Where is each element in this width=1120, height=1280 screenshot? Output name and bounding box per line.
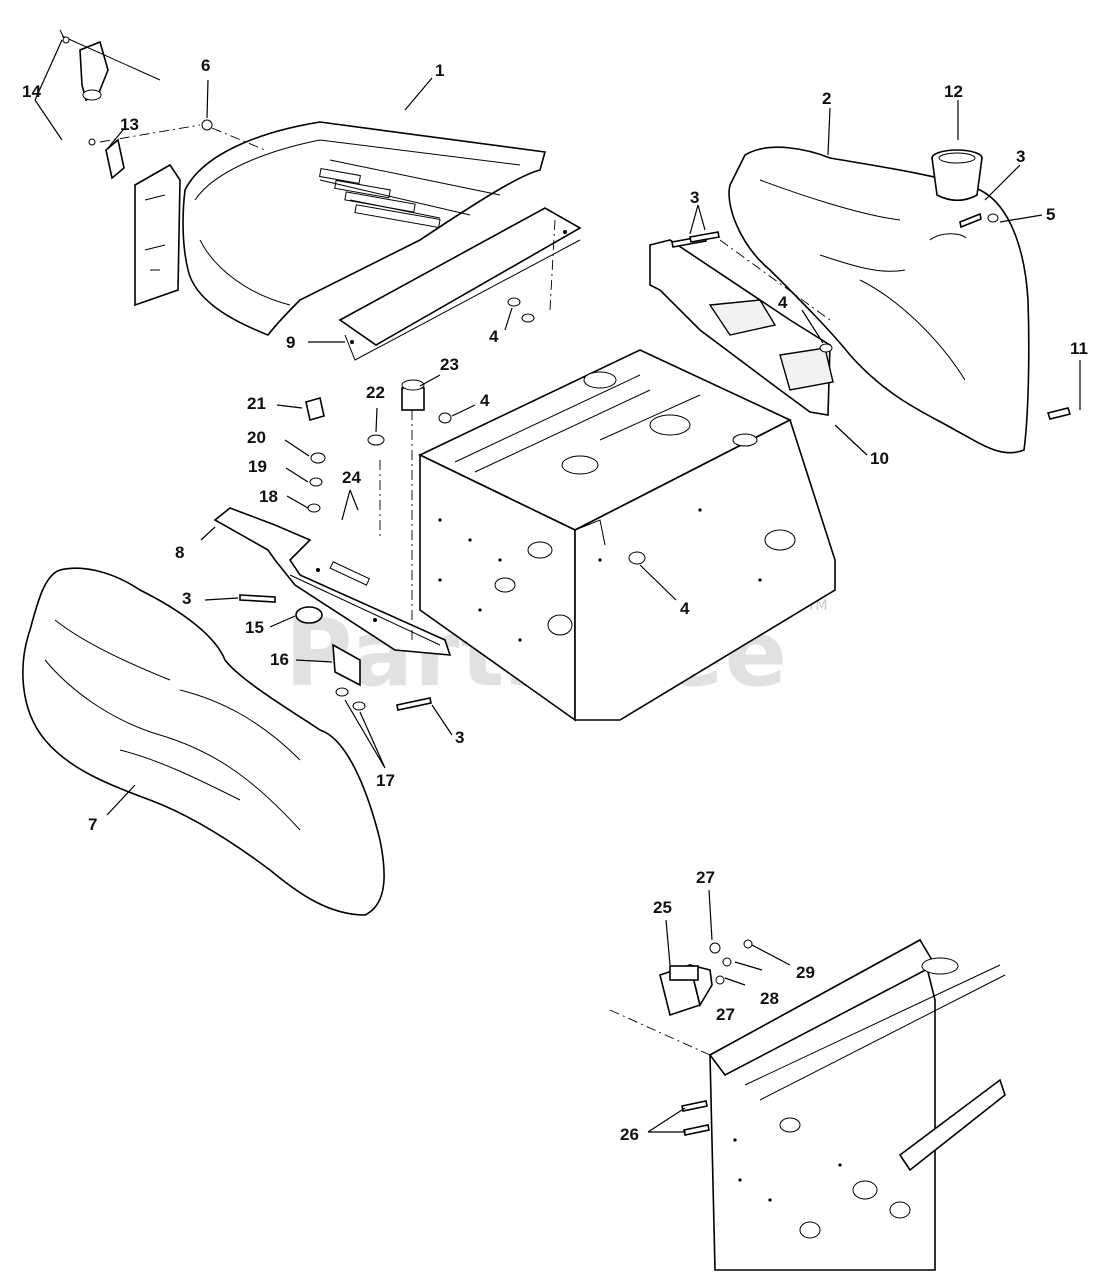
callout-1: 1 bbox=[435, 61, 444, 80]
callout-25: 25 bbox=[653, 898, 672, 917]
leader-lines bbox=[34, 39, 1081, 1133]
callout-13: 13 bbox=[120, 115, 139, 134]
callout-9: 9 bbox=[286, 333, 295, 352]
part-1-hood bbox=[182, 121, 547, 336]
part-2-right-fender bbox=[728, 146, 1030, 454]
callout-3-b: 3 bbox=[1016, 147, 1025, 166]
part-7-left-fender bbox=[22, 567, 385, 916]
callout-8: 8 bbox=[175, 543, 184, 562]
callout-19: 19 bbox=[248, 457, 267, 476]
frame-center bbox=[418, 349, 836, 722]
frame-detail-bottom bbox=[609, 938, 1006, 1271]
callout-5: 5 bbox=[1046, 205, 1055, 224]
callout-24: 24 bbox=[342, 468, 361, 487]
callout-11: 11 bbox=[1070, 339, 1088, 358]
callout-3-c: 3 bbox=[182, 589, 191, 608]
callout-27-a: 27 bbox=[696, 868, 715, 887]
callout-23: 23 bbox=[440, 355, 459, 374]
small-hardware bbox=[239, 212, 1072, 1136]
part-8-dash-bracket bbox=[213, 507, 452, 656]
callout-2: 2 bbox=[822, 89, 831, 108]
callout-4-c: 4 bbox=[480, 391, 490, 410]
callout-20: 20 bbox=[247, 428, 266, 447]
part-13-14-hinge bbox=[59, 29, 201, 307]
callout-7: 7 bbox=[88, 815, 97, 834]
callout-labels: 1 2 3 3 3 3 3 4 4 4 4 5 6 7 8 9 10 11 12… bbox=[22, 56, 1088, 1144]
callout-17: 17 bbox=[376, 771, 395, 790]
callout-3-a: 3 bbox=[690, 188, 699, 207]
callout-28: 28 bbox=[760, 989, 779, 1008]
callout-6: 6 bbox=[201, 56, 210, 75]
callout-21: 21 bbox=[247, 394, 266, 413]
callout-27-b: 27 bbox=[716, 1005, 735, 1024]
callout-18: 18 bbox=[259, 487, 278, 506]
callout-4-b: 4 bbox=[778, 293, 788, 312]
callout-26: 26 bbox=[620, 1125, 639, 1144]
callout-4-d: 4 bbox=[680, 599, 690, 618]
callout-12: 12 bbox=[944, 82, 963, 101]
part-10-panel bbox=[649, 239, 834, 416]
callout-14: 14 bbox=[22, 82, 41, 101]
callout-15: 15 bbox=[245, 618, 264, 637]
part-9-hood-bracket bbox=[338, 207, 582, 361]
part-25-switch-bracket bbox=[659, 963, 713, 1017]
callout-22: 22 bbox=[366, 383, 385, 402]
callout-10: 10 bbox=[870, 449, 889, 468]
part-6-nut bbox=[201, 119, 266, 151]
callout-4-a: 4 bbox=[489, 327, 499, 346]
callout-3-d: 3 bbox=[455, 728, 464, 747]
part-12-cup-holder bbox=[931, 149, 983, 202]
callout-16: 16 bbox=[270, 650, 289, 669]
callout-29: 29 bbox=[796, 963, 815, 982]
